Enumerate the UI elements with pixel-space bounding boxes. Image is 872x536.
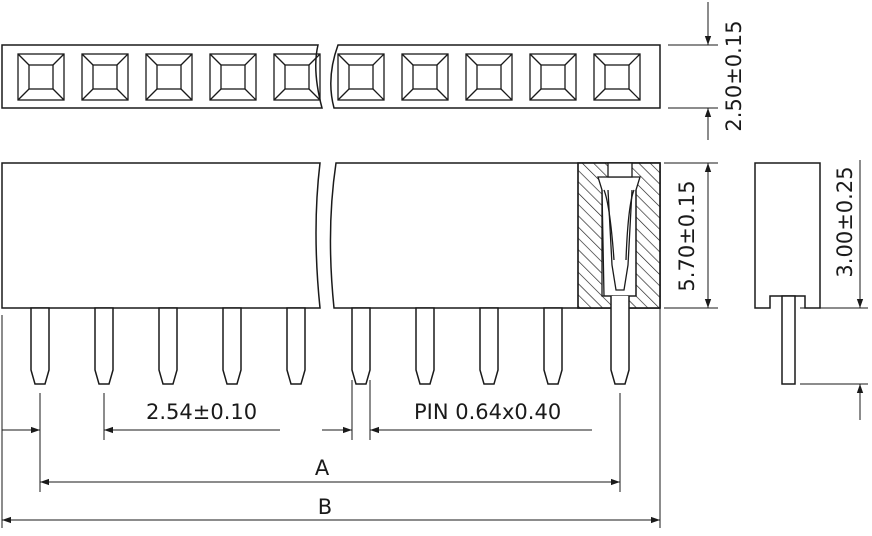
top-cell-10 (593, 53, 641, 101)
body-height-label: 5.70±0.15 (675, 180, 699, 291)
length-b-label: B (318, 495, 332, 519)
front-view (1, 162, 661, 385)
top-view (1, 44, 661, 109)
top-width-label: 2.50±0.15 (722, 20, 746, 131)
top-cell-7 (401, 53, 449, 101)
top-cell-9 (529, 53, 577, 101)
top-cell-8 (465, 53, 513, 101)
front-pin-2 (94, 307, 114, 385)
front-pin-10 (610, 296, 630, 385)
front-pin-3 (158, 307, 178, 385)
front-pin-5 (286, 307, 306, 385)
front-pin-1 (30, 307, 50, 385)
top-cell-2 (81, 53, 129, 101)
front-pin-7 (415, 307, 435, 385)
front-pin-4 (222, 307, 242, 385)
front-pin-6 (351, 307, 371, 385)
top-cell-3 (145, 53, 193, 101)
side-height-label: 3.00±0.25 (833, 166, 857, 277)
length-a-label: A (315, 456, 330, 480)
pin-size-label: PIN 0.64x0.40 (414, 400, 561, 424)
top-cell-4 (209, 53, 257, 101)
top-cell-1 (17, 53, 65, 101)
pitch-dimension-label: 2.54±0.10 (146, 400, 257, 424)
dimension-lines (1, 2, 868, 528)
front-pin-8 (479, 307, 499, 385)
top-view-cells (17, 53, 641, 101)
front-pin-9 (543, 307, 563, 385)
cross-section (577, 162, 661, 309)
front-view-pins (30, 296, 630, 385)
side-view (754, 162, 821, 385)
top-cell-6 (337, 53, 385, 101)
top-cell-5 (273, 53, 321, 101)
